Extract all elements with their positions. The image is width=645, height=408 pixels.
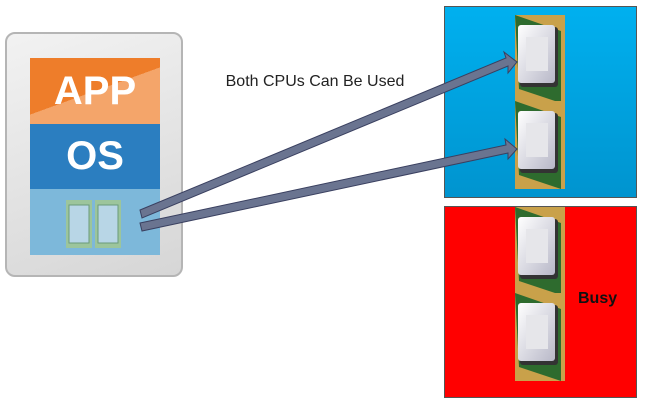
- arrow-to-cpu-1: [139, 50, 518, 219]
- cpu-icon: [515, 15, 565, 103]
- virtual-cpu-icon: [94, 199, 122, 249]
- app-layer: APP: [30, 58, 160, 124]
- annotation-text: Both CPUs Can Be Used: [225, 73, 405, 90]
- cpu-icon: [515, 207, 565, 295]
- os-layer: OS: [30, 124, 160, 189]
- cpu-icon: [515, 293, 565, 381]
- arrow-to-cpu-2: [139, 137, 518, 232]
- cpu-icon: [515, 101, 565, 189]
- virtual-cpu-icon: [65, 199, 93, 249]
- busy-label: Busy: [578, 290, 618, 307]
